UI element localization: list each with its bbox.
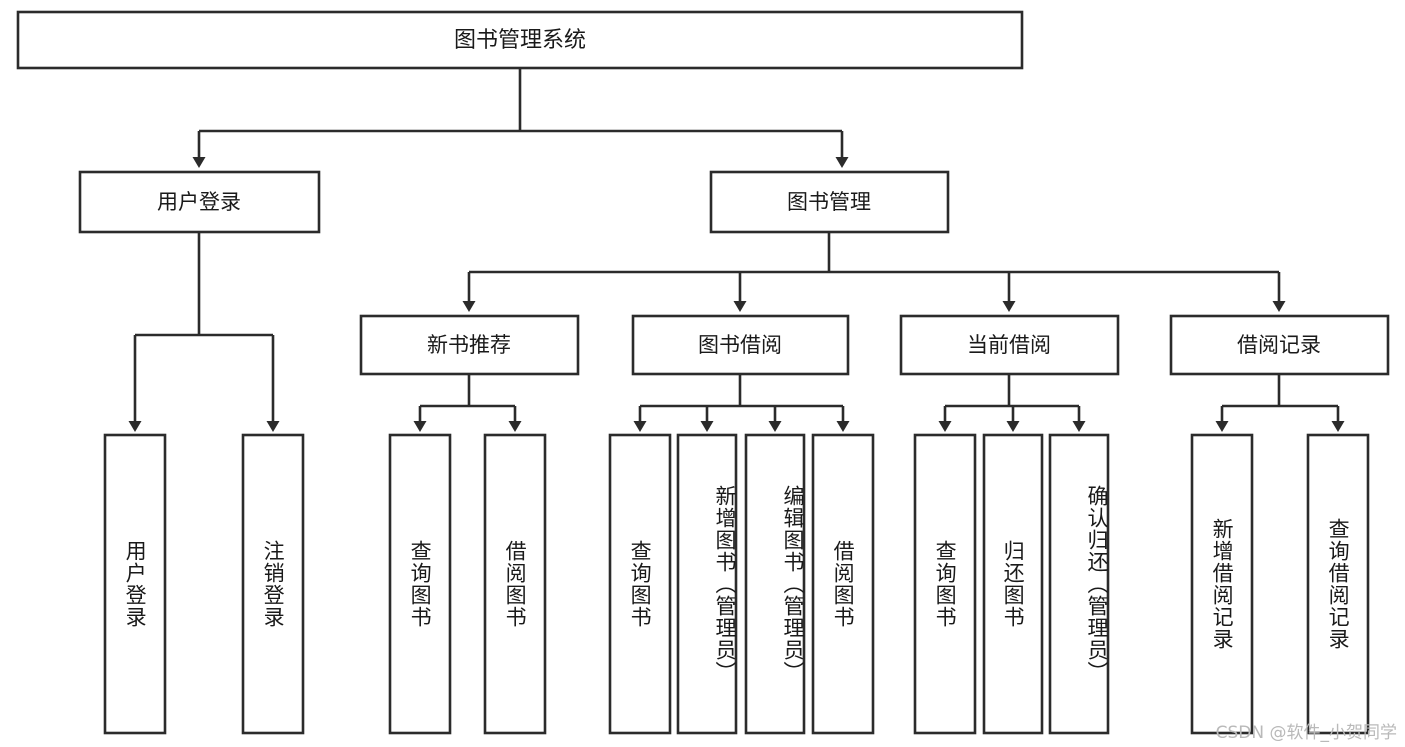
node-root[interactable]: 图书管理系统 — [16, 10, 1024, 70]
leaf-borrow-book-1-box[interactable] — [483, 433, 547, 735]
node-book-borrow-label: 图书借阅 — [698, 333, 782, 357]
leaf-logout-login-box[interactable] — [241, 433, 305, 735]
node-current-borrow-box[interactable] — [899, 314, 1120, 376]
leaf-borrow-book-2-box[interactable] — [811, 433, 875, 735]
leaf-query-record-box[interactable] — [1306, 433, 1370, 735]
leaf-query-book-2-box[interactable] — [608, 433, 672, 735]
connector-layer — [128, 68, 1345, 432]
leaf-query-book-3-box[interactable] — [913, 433, 977, 735]
leaf-return-book-box[interactable] — [982, 433, 1044, 735]
node-current-borrow-label: 当前借阅 — [967, 333, 1051, 357]
node-user-login[interactable]: 用户登录 — [78, 170, 321, 234]
leaf-edit-book-box[interactable] — [744, 433, 806, 735]
node-new-book-recommend-box[interactable] — [359, 314, 580, 376]
node-new-book-recommend[interactable]: 新书推荐 — [359, 314, 580, 376]
node-borrow-record-label: 借阅记录 — [1237, 333, 1321, 357]
leaf-user-login-box[interactable] — [103, 433, 167, 735]
node-book-borrow[interactable]: 图书借阅 — [631, 314, 850, 376]
leaf-confirm-return-box[interactable] — [1048, 433, 1110, 735]
node-user-login-box[interactable] — [78, 170, 321, 234]
node-book-borrow-box[interactable] — [631, 314, 850, 376]
leaf-box-layer — [103, 433, 1370, 735]
node-book-management[interactable]: 图书管理 — [709, 170, 950, 234]
node-book-management-box[interactable] — [709, 170, 950, 234]
node-book-management-label: 图书管理 — [787, 190, 871, 214]
node-borrow-record[interactable]: 借阅记录 — [1169, 314, 1390, 376]
csdn-watermark: CSDN @软件_小贺同学 — [1215, 723, 1397, 743]
node-current-borrow[interactable]: 当前借阅 — [899, 314, 1120, 376]
node-borrow-record-box[interactable] — [1169, 314, 1390, 376]
node-user-login-label: 用户登录 — [157, 190, 241, 214]
leaf-add-book-box[interactable] — [676, 433, 738, 735]
leaf-query-book-1-box[interactable] — [388, 433, 452, 735]
node-root-label: 图书管理系统 — [454, 28, 586, 53]
node-new-book-recommend-label: 新书推荐 — [427, 333, 511, 357]
node-root-box[interactable] — [16, 10, 1024, 70]
leaf-add-record-box[interactable] — [1190, 433, 1254, 735]
